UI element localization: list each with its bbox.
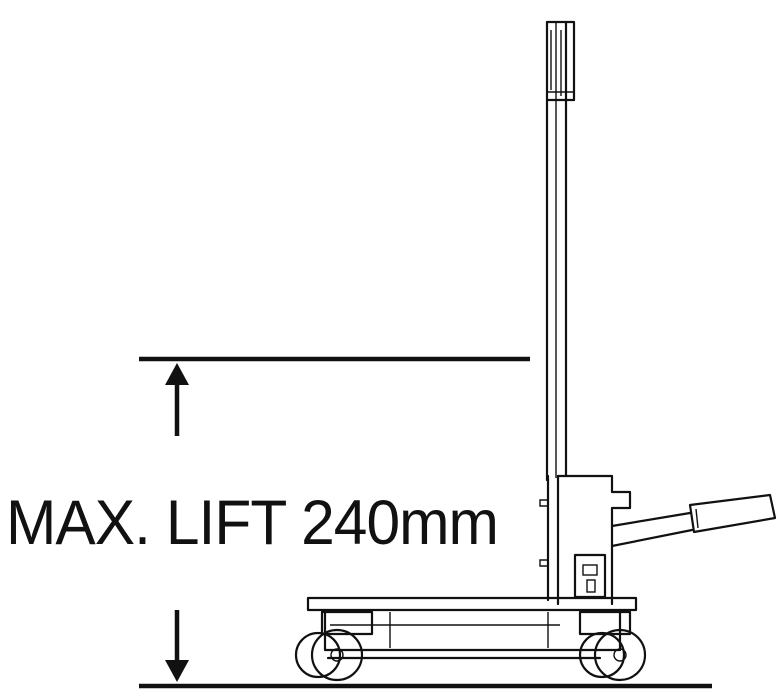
right-caster-wheel: [578, 610, 647, 682]
handle: [610, 493, 777, 548]
max-lift-label: MAX. LIFT 240mm: [6, 488, 499, 558]
pump-head: [539, 474, 632, 606]
down-arrow-icon: [165, 610, 189, 682]
left-caster-wheel: [294, 610, 374, 682]
up-arrow-icon: [165, 363, 189, 436]
mast: [545, 20, 576, 482]
chassis: [306, 596, 638, 660]
